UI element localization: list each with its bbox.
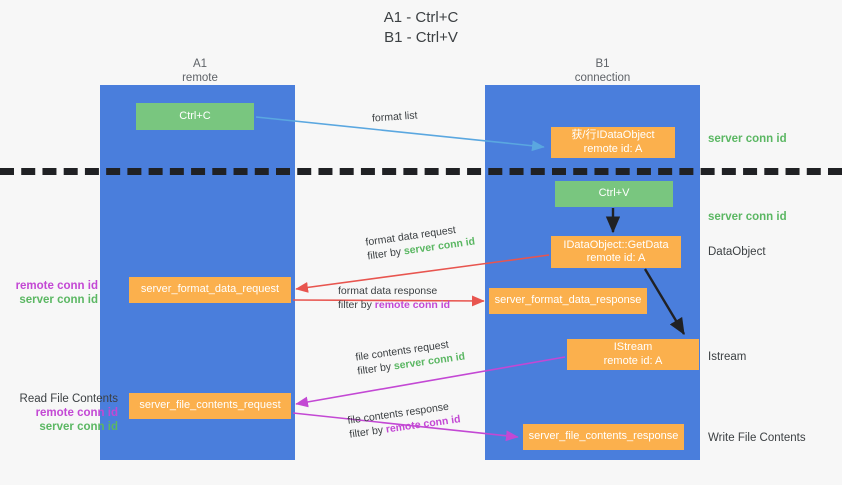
node-istream-line2: remote id: A [603, 354, 663, 367]
edge-label-file-contents-response: file contents response filter by remote … [347, 398, 462, 441]
node-idataobject-getdata[interactable]: IDataObject::GetData remote id: A [551, 236, 681, 268]
note-left-read-file-contents: Read File Contents remote conn id server… [6, 392, 118, 434]
note-left-remote-conn-id: remote conn id [15, 280, 98, 292]
node-server-format-data-response-label: server_format_data_response [494, 294, 642, 307]
edge-label-file-contents-request: file contents request filter by server c… [355, 336, 466, 379]
node-istream-line1: IStream [613, 341, 653, 353]
edge-label-format-data-response: format data response filter by remote co… [338, 284, 450, 312]
note-left-conn-ids-format: remote conn id server conn id [6, 279, 98, 307]
edge-label-format-list: format list [372, 108, 418, 125]
note-istream: Istream [708, 351, 747, 363]
dashed-separator-line [0, 168, 842, 175]
filter-prefix: filter by [338, 299, 375, 311]
note-left-server-conn-id: server conn id [19, 294, 98, 306]
title-line-2: B1 - Ctrl+V [384, 29, 458, 46]
edge-label-format-list-text: format list [371, 109, 418, 125]
edge-label-format-data-response-line1: format data response [338, 285, 438, 297]
filter-prefix: filter by [348, 423, 387, 441]
edge-label-format-data-response-line2: filter by remote conn id [338, 298, 450, 312]
node-server-file-contents-response[interactable]: server_file_contents_response [523, 424, 684, 450]
node-server-file-contents-request[interactable]: server_file_contents_request [129, 393, 291, 419]
node-getdata-line2: remote id: A [586, 252, 646, 264]
column-header-b1-sub: connection [574, 71, 631, 84]
node-idataobject-line2: remote id: A [583, 142, 643, 155]
column-header-b1: B1 connection [535, 58, 670, 85]
column-header-a1-sub: remote [182, 71, 218, 84]
edge-label-format-data-request: format data request filter by server con… [365, 221, 476, 264]
node-ctrl-v-label: Ctrl+V [598, 187, 630, 200]
note-left-read-file-contents-heading: Read File Contents [19, 393, 118, 405]
note-left-remote-conn-id: remote conn id [35, 407, 118, 419]
node-server-file-contents-response-label: server_file_contents_response [528, 430, 679, 443]
node-ctrl-v[interactable]: Ctrl+V [555, 181, 673, 207]
column-header-a1-name: A1 [192, 58, 208, 70]
node-ctrl-c-label: Ctrl+C [179, 109, 211, 122]
note-left-server-conn-id: server conn id [39, 421, 118, 433]
column-header-b1-name: B1 [595, 58, 610, 70]
note-server-conn-id-mid: server conn id [708, 211, 787, 223]
node-server-format-data-request[interactable]: server_format_data_request [129, 277, 291, 303]
title-line-1: A1 - Ctrl+C [383, 9, 459, 26]
note-dataobject: DataObject [708, 246, 766, 258]
filter-prefix: filter by [366, 245, 405, 263]
node-server-format-data-response[interactable]: server_format_data_response [489, 288, 647, 314]
node-getdata-line1: IDataObject::GetData [563, 238, 669, 251]
filter-key-remote-conn-id: remote conn id [374, 299, 451, 311]
node-istream[interactable]: IStream remote id: A [567, 339, 699, 370]
diagram-title: A1 - Ctrl+C B1 - Ctrl+V [0, 8, 842, 48]
node-idataobject-line1: 获/行IDataObject [571, 129, 655, 141]
note-write-file-contents: Write File Contents [708, 432, 806, 444]
node-server-format-data-request-label: server_format_data_request [140, 283, 280, 296]
node-server-file-contents-request-label: server_file_contents_request [139, 399, 281, 412]
column-header-a1: A1 remote [140, 58, 260, 85]
node-ctrl-c[interactable]: Ctrl+C [136, 103, 254, 130]
filter-prefix: filter by [356, 360, 395, 378]
node-idataobject[interactable]: 获/行IDataObject remote id: A [551, 127, 675, 158]
note-server-conn-id-top: server conn id [708, 133, 787, 145]
